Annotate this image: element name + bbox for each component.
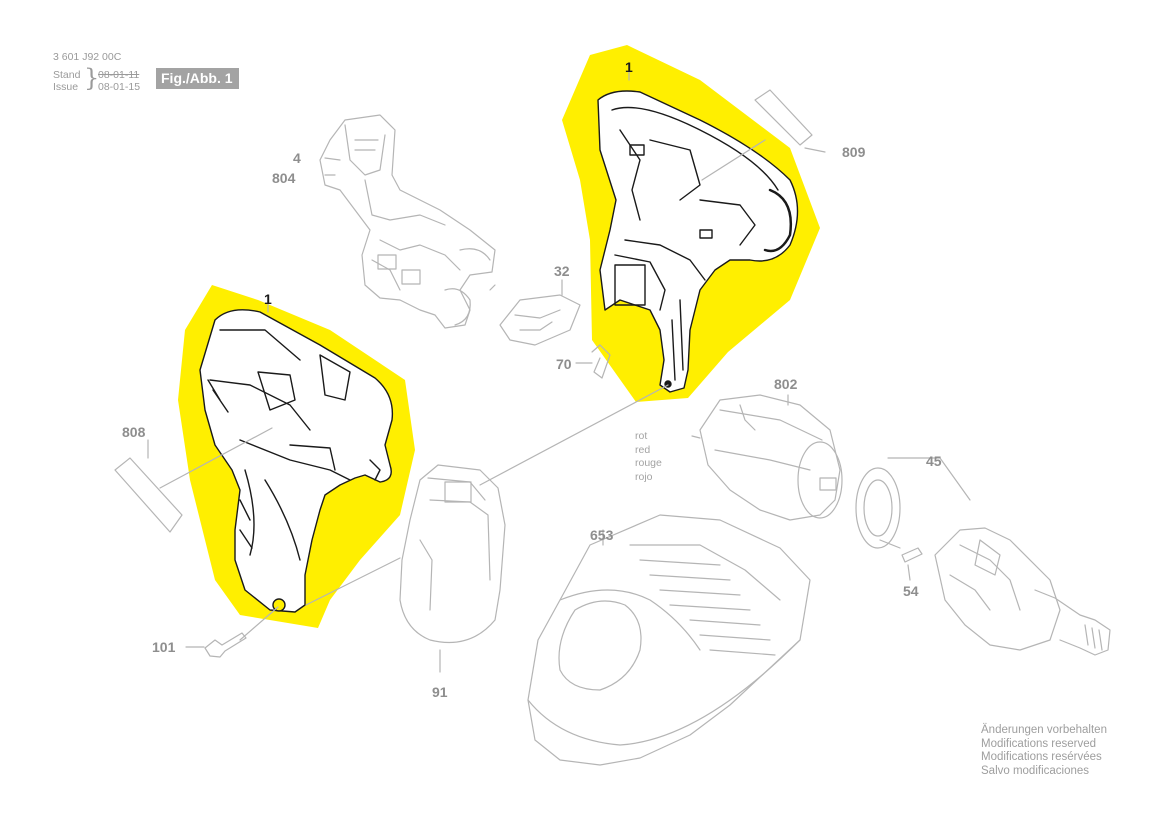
label-54: 54: [903, 583, 919, 599]
label-91: 91: [432, 684, 448, 700]
wire-color-legend: rot red rouge rojo: [635, 430, 662, 484]
label-809: 809: [842, 144, 866, 160]
part-91-battery: [399, 464, 506, 673]
brace-icon: }: [84, 64, 100, 92]
label-housing-left: 1: [264, 291, 272, 307]
issue-date: 08-01-15: [98, 81, 141, 93]
wire-color-de: rot: [635, 430, 648, 442]
label-653: 653: [590, 527, 614, 543]
part-labels: 1 1 4 804 809 32 70 802 808 45 54 653 10…: [122, 59, 942, 700]
wire-color-fr: rouge: [635, 457, 662, 469]
part-32-switch: [499, 279, 581, 346]
label-808: 808: [122, 424, 146, 440]
label-802: 802: [774, 376, 798, 392]
note-line-de: Änderungen vorbehalten: [981, 724, 1107, 736]
label-45: 45: [926, 453, 942, 469]
label-4: 4: [293, 150, 301, 166]
issue-label: Issue: [53, 81, 79, 93]
label-32: 32: [554, 263, 570, 279]
figure-label: Fig./Abb. 1: [156, 68, 239, 89]
part-101-screw: [185, 632, 247, 658]
part-70-clip: [575, 344, 611, 379]
part-802-motor: [691, 394, 843, 521]
label-804: 804: [272, 170, 296, 186]
modifications-note: Änderungen vorbehalten Modifications res…: [981, 724, 1107, 778]
part-653-charger: [527, 514, 811, 766]
label-70: 70: [556, 356, 572, 372]
part-54-screw: [901, 547, 923, 581]
housing-half-right: [597, 90, 799, 393]
part-809-sticker: [754, 89, 826, 153]
housing-half-left: [199, 309, 394, 613]
label-101: 101: [152, 639, 176, 655]
wire-color-en: red: [635, 443, 651, 456]
part-45-gearbox: [855, 457, 1111, 656]
note-line-fr: Modifications resérvées: [981, 751, 1102, 763]
label-housing-right: 1: [625, 59, 633, 75]
document-number: 3 601 J92 00C: [53, 51, 122, 63]
leader-lines: [159, 64, 901, 641]
switch-electronics-module: [319, 114, 496, 329]
note-line-en: Modifications reserved: [981, 737, 1097, 750]
stand-date: 08-01-11: [98, 69, 140, 81]
part-808-sticker: [114, 439, 183, 533]
stand-label: Stand: [53, 69, 81, 81]
note-line-es: Salvo modificaciones: [981, 764, 1090, 777]
wire-color-es: rojo: [635, 470, 653, 483]
